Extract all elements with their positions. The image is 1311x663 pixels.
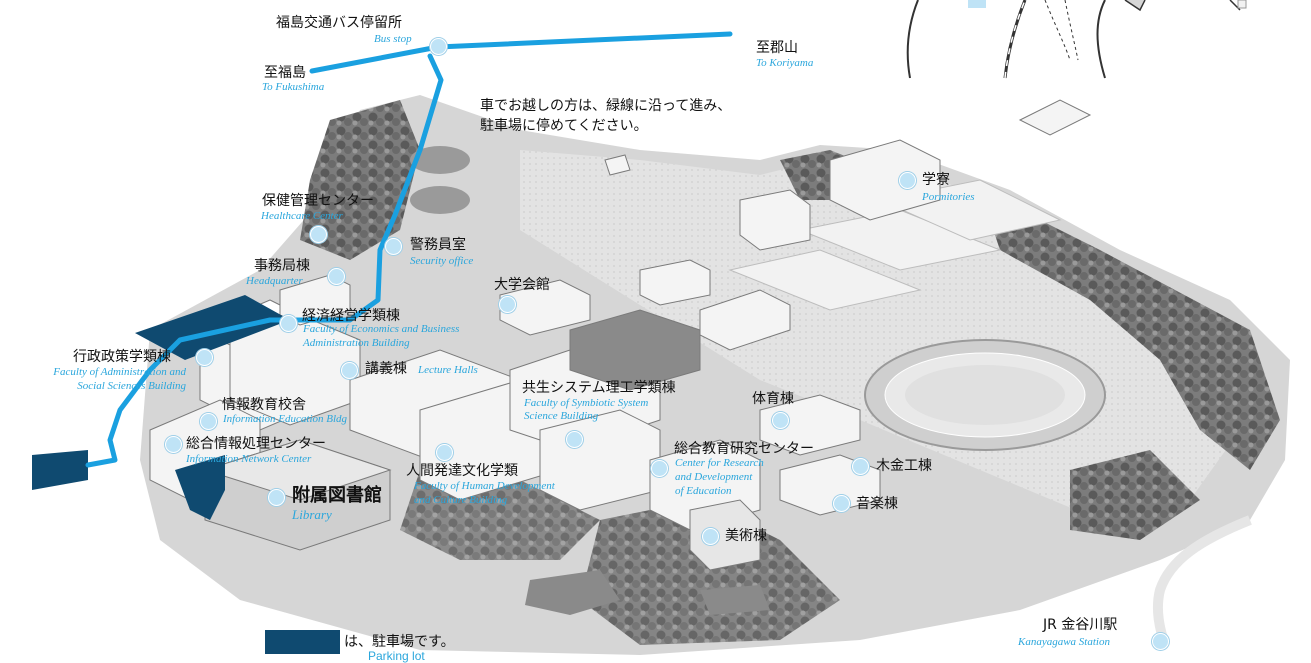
human-development-label: 人間発達文化学類 — [406, 463, 518, 479]
lecture-halls-marker[interactable] — [341, 362, 358, 379]
healthcare-center-label: 保健管理センター — [262, 193, 374, 209]
approach-road — [1152, 515, 1252, 647]
gym-marker[interactable] — [772, 412, 789, 429]
station-label: JR 金谷川駅 — [1043, 617, 1118, 633]
info-network-center-marker[interactable] — [165, 436, 182, 453]
library-label: 附属図書館 — [292, 485, 382, 506]
bus-stop-label: 福島交通バス停留所 — [276, 15, 402, 31]
library-marker[interactable] — [268, 489, 285, 506]
to-koriyama-label: 至郡山 — [756, 40, 798, 56]
symbiotic-building-label-en1: Faculty of Symbiotic System — [524, 397, 649, 409]
symbiotic-building-marker[interactable] — [566, 431, 583, 448]
library-label-en: Library — [292, 507, 332, 522]
headquarter-label-en: Headquarter — [246, 275, 303, 287]
to-fukushima-label: 至福島 — [264, 65, 306, 81]
parking-legend-label: は、駐車場です。 — [344, 634, 455, 650]
station-label-en: Kanayagawa Station — [1018, 636, 1110, 648]
station-marker[interactable] — [1152, 633, 1169, 650]
gym-label: 体育棟 — [752, 391, 794, 407]
info-education-label-en: Information Education Bldg — [223, 413, 348, 425]
parking-legend-label-en: Parking lot — [368, 649, 425, 663]
administration-building-marker[interactable] — [196, 349, 213, 366]
woodwork-metalwork-marker[interactable] — [852, 458, 869, 475]
economics-building-label: 経済経営学類棟 — [302, 308, 400, 324]
art-building-marker[interactable] — [702, 528, 719, 545]
parking-legend-swatch — [265, 630, 340, 654]
symbiotic-building-label: 共生システム理工学類棟 — [522, 380, 676, 396]
security-office-label: 警務員室 — [410, 237, 466, 253]
dormitories-marker[interactable] — [899, 172, 916, 189]
administration-building-label-en2: Social Sciences Building — [77, 380, 186, 392]
university-hall-marker[interactable] — [499, 296, 516, 313]
security-office-marker[interactable] — [385, 238, 402, 255]
music-building-marker[interactable] — [833, 495, 850, 512]
terrain — [140, 95, 1290, 655]
info-network-center-label: 総合情報処理センター — [186, 436, 326, 452]
lecture-halls-label: 講義棟 — [365, 361, 407, 377]
research-center-label-en1: Center for Research — [675, 457, 764, 469]
building-blocks — [149, 99, 1092, 571]
info-network-center-label-en: Information Network Center — [186, 453, 312, 465]
healthcare-center-marker[interactable] — [310, 226, 327, 243]
music-building-label: 音楽棟 — [856, 496, 898, 512]
university-hall-label: 大学会館 — [494, 277, 550, 293]
human-development-marker[interactable] — [436, 444, 453, 461]
art-building-label: 美術棟 — [725, 528, 767, 544]
lecture-halls-label-en: Lecture Halls — [418, 364, 478, 376]
driving-instructions-line2: 駐車場に停めてください。 — [480, 118, 648, 134]
security-office-label-en: Security office — [410, 255, 474, 267]
driving-instructions-line1: 車でお越しの方は、緑線に沿って進み、 — [480, 98, 732, 114]
dormitories-label-en: Pormitories — [922, 191, 975, 203]
to-koriyama-label-en: To Koriyama — [756, 57, 814, 69]
headquarter-marker[interactable] — [328, 268, 345, 285]
human-development-label-en1: Faculty of Human Development — [414, 480, 555, 492]
economics-building-label-en1: Faculty of Economics and Business — [303, 323, 460, 335]
to-fukushima-label-en: To Fukushima — [262, 81, 325, 93]
bus-stop-marker[interactable] — [430, 38, 447, 55]
economics-building-label-en2: Administration Building — [303, 337, 410, 349]
administration-building-label-en1: Faculty of Administration and — [53, 366, 186, 378]
dormitories-label: 学寮 — [922, 172, 950, 188]
research-center-marker[interactable] — [651, 460, 668, 477]
administration-building-label: 行政政策学類棟 — [73, 349, 171, 365]
research-center-label-en3: of Education — [675, 485, 732, 497]
research-center-label-en2: and Development — [675, 471, 753, 483]
healthcare-center-label-en: Healthcare Center — [261, 210, 343, 222]
bus-stop-label-en: Bus stop — [374, 33, 412, 45]
headquarter-label: 事務局棟 — [254, 258, 310, 274]
human-development-label-en2: and Culture Building — [414, 494, 508, 506]
info-education-marker[interactable] — [200, 413, 217, 430]
access-route-line-campus — [85, 53, 444, 468]
symbiotic-building-label-en2: Science Building — [524, 410, 599, 422]
driving-instructions: 車でお越しの方は、緑線に沿って進み、 駐車場に停めてください。 — [480, 96, 731, 136]
info-education-label: 情報教育校舎 — [222, 397, 306, 413]
railway-lines — [906, 0, 1247, 79]
research-center-label: 総合教育研究センター — [674, 441, 814, 457]
woodwork-metalwork-label: 木金工棟 — [876, 458, 932, 474]
economics-building-marker[interactable] — [280, 315, 297, 332]
